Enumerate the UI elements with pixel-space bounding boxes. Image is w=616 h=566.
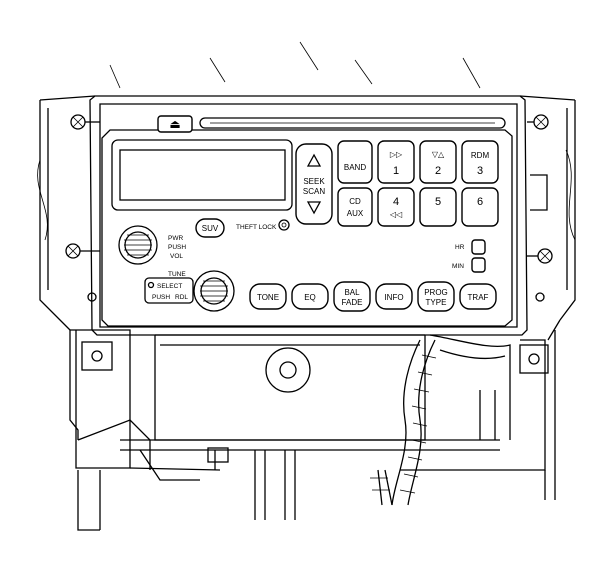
scan-label: SCAN (303, 187, 325, 196)
preset-1-number: 1 (393, 165, 399, 177)
tune-label: TUNE (168, 271, 186, 278)
vol-label: VOL (170, 253, 183, 260)
traf-label: TRAF (468, 293, 489, 302)
bal-fade-button[interactable]: BAL FADE (333, 281, 371, 312)
preset-6-button[interactable]: 6 (461, 187, 499, 227)
preset-2-number: 2 (435, 165, 441, 177)
push-vol-label: PUSH (168, 244, 186, 251)
screw-icon (533, 114, 549, 130)
screw-icon (70, 114, 86, 130)
volume-knob[interactable] (118, 225, 158, 265)
tone-button[interactable]: TONE (249, 283, 287, 310)
info-label: INFO (384, 293, 403, 302)
preset-5-button[interactable]: 5 (419, 187, 457, 227)
tune-knob[interactable] (193, 270, 235, 312)
suv-button[interactable]: SUV (195, 218, 225, 238)
fade-label: FADE (342, 298, 363, 307)
eject-icon: ⏏ (169, 117, 180, 131)
screw-icon (65, 243, 81, 259)
seek-down-icon[interactable] (306, 201, 322, 215)
seek-scan-rocker[interactable]: SEEK SCAN (295, 143, 333, 225)
rewind-icon: ◁◁ (390, 210, 403, 219)
theft-lock-indicator (278, 219, 290, 231)
clip-icon (535, 292, 545, 302)
eq-button[interactable]: EQ (291, 283, 329, 310)
cd-aux-button[interactable]: CD AUX (337, 187, 373, 227)
preset-4-number: 4 (393, 196, 399, 208)
min-button[interactable] (471, 257, 486, 273)
type-label: TYPE (426, 298, 447, 307)
aux-label: AUX (347, 209, 364, 218)
theft-lock-label: THEFT LOCK (236, 224, 277, 231)
prog-label: PROG (424, 288, 448, 297)
seek-label: SEEK (303, 177, 325, 186)
traf-button[interactable]: TRAF (459, 283, 497, 310)
rdl-label: RDL (175, 294, 188, 301)
clip-icon (87, 292, 97, 302)
up-down-icon: ▽△ (432, 150, 445, 159)
fast-forward-icon: ▷▷ (390, 150, 403, 159)
rdm-label: RDM (471, 151, 490, 160)
seek-up-icon[interactable] (306, 153, 322, 167)
radio-head-unit (89, 95, 528, 336)
preset-6-number: 6 (477, 196, 483, 208)
info-button[interactable]: INFO (375, 283, 413, 310)
preset-4-button[interactable]: 4 ◁◁ (377, 187, 415, 227)
cd-label: CD (349, 197, 361, 206)
display-window (111, 139, 293, 211)
eq-label: EQ (304, 293, 316, 302)
band-label: BAND (344, 163, 366, 172)
hr-button[interactable] (471, 239, 486, 255)
select-indicator (144, 277, 194, 304)
preset-2-button[interactable]: ▽△ 2 (419, 140, 457, 184)
push-label: PUSH (152, 294, 170, 301)
mounting-screws (65, 114, 553, 302)
cd-slot[interactable] (199, 117, 506, 129)
tone-label: TONE (257, 293, 279, 302)
pwr-label: PWR (168, 235, 183, 242)
dash-structure (37, 41, 576, 531)
band-button[interactable]: BAND (337, 140, 373, 184)
preset-1-button[interactable]: ▷▷ 1 (377, 140, 415, 184)
screw-icon (537, 248, 553, 264)
bal-label: BAL (344, 288, 360, 297)
select-label: SELECT (157, 283, 182, 290)
hr-label: HR (455, 244, 465, 251)
preset-5-number: 5 (435, 196, 441, 208)
min-label: MIN (452, 263, 464, 270)
suv-label: SUV (202, 224, 219, 233)
prog-type-button[interactable]: PROG TYPE (417, 281, 455, 312)
preset-3-number: 3 (477, 165, 483, 177)
preset-3-button[interactable]: RDM 3 (461, 140, 499, 184)
eject-button[interactable]: ⏏ (157, 115, 193, 133)
